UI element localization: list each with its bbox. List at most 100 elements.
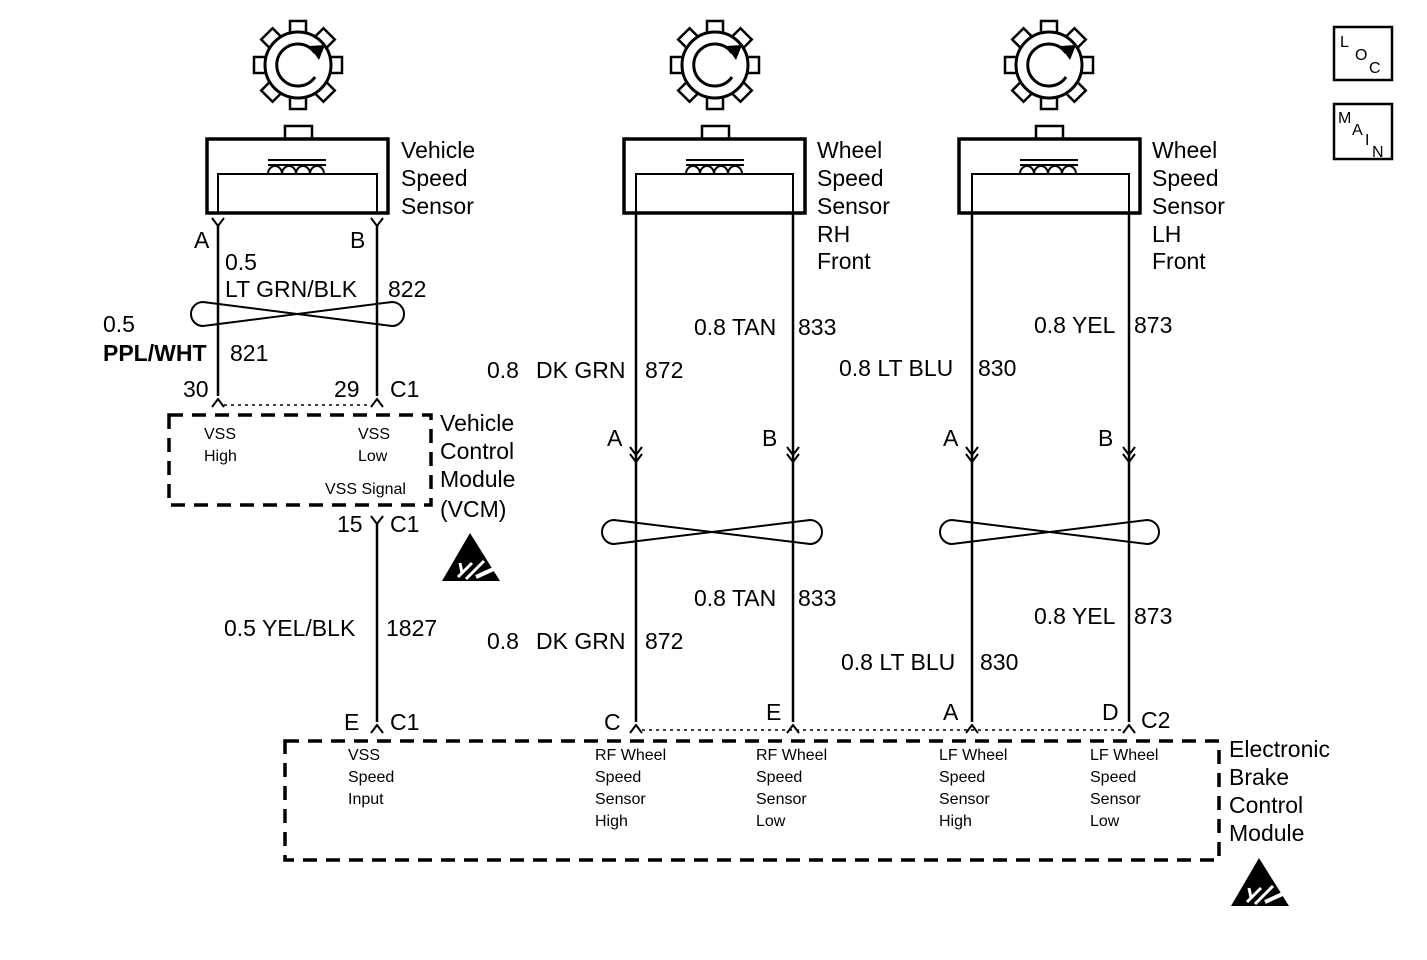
loc-letter: L [1340, 34, 1349, 51]
wire-color-label: LT GRN/BLK [225, 276, 358, 302]
vss-sensor: Vehicle Speed Sensor [205, 19, 475, 219]
terminal-label: Speed [1090, 769, 1136, 786]
wire-color-label: 0.8 TAN [694, 314, 776, 340]
lh-front-wheel-speed-sensor: Wheel Speed Sensor LH Front [957, 19, 1225, 274]
pin-label: B [350, 227, 365, 253]
circuit-number-label: 833 [798, 314, 836, 340]
vss-sensor-label: Sensor [401, 193, 474, 219]
pin-label: 15 [337, 511, 363, 537]
circuit-number-label: 830 [980, 649, 1018, 675]
circuit-number-label: 873 [1134, 603, 1172, 629]
pin-label: 29 [334, 376, 360, 402]
pin-label: D [1102, 699, 1119, 725]
vss-sensor-label: Speed [401, 165, 468, 191]
terminal-label: LF Wheel [939, 747, 1007, 764]
loc-letter: C [1369, 60, 1381, 77]
terminal-label: Sensor [939, 791, 990, 808]
module-name: Control [1229, 792, 1303, 818]
connector-label: C1 [390, 376, 419, 402]
wire-color-label: 0.8 TAN [694, 585, 776, 611]
terminal-label: High [204, 448, 237, 465]
esd-warning-icon [1229, 856, 1291, 908]
circuit-number-label: 833 [798, 585, 836, 611]
terminal-label: Speed [939, 769, 985, 786]
circuit-number-label: 821 [230, 340, 268, 366]
lh-wiring: 0.8 YEL 873 0.8 LT BLU 830 A B 0.8 YEL 8… [839, 213, 1172, 722]
twisted-pair-icon [190, 300, 405, 328]
terminal-label: Speed [348, 769, 394, 786]
terminal-label: VSS Signal [325, 481, 406, 498]
pin-label: A [943, 425, 959, 451]
wire-color-label: 0.8 LT BLU [841, 649, 955, 675]
terminal-label: Low [358, 448, 388, 465]
circuit-number-label: 873 [1134, 312, 1172, 338]
circuit-number-label: 872 [645, 628, 683, 654]
lh-sensor-label: Wheel [1152, 137, 1217, 163]
terminal-label: Low [756, 813, 786, 830]
vss-wiring: A B 0.5 LT GRN/BLK 822 0.5 PPL/WHT 821 3… [103, 217, 426, 408]
module-name: Vehicle [440, 410, 514, 436]
lh-sensor-label: Front [1152, 248, 1206, 274]
terminal-label: VSS [204, 426, 236, 443]
terminal-label: Sensor [756, 791, 807, 808]
vss-sensor-label: Vehicle [401, 137, 475, 163]
main-letter: N [1372, 144, 1384, 161]
lh-sensor-label: Speed [1152, 165, 1219, 191]
rh-sensor-label: Speed [817, 165, 884, 191]
pin-label: A [607, 425, 623, 451]
reluctor-wheel-icon [252, 19, 344, 111]
reluctor-wheel-icon [1003, 19, 1095, 111]
rh-sensor-label: RH [817, 221, 850, 247]
connector-label: C1 [390, 511, 419, 537]
terminal-label: High [939, 813, 972, 830]
terminal-label: VSS [348, 747, 380, 764]
terminal-label: Low [1090, 813, 1120, 830]
pin-label: E [766, 699, 781, 725]
rh-front-wheel-speed-sensor: Wheel Speed Sensor RH Front [622, 19, 890, 274]
module-name: Module [440, 466, 515, 492]
terminal-label: Input [348, 791, 384, 808]
wire-color-label: PPL/WHT [103, 340, 207, 366]
loc-icon[interactable]: L O C [1332, 25, 1394, 82]
wire-color-label: 0.8 YEL [1034, 603, 1116, 629]
module-name: Control [440, 438, 514, 464]
terminal-label: Sensor [595, 791, 646, 808]
lh-sensor-label: LH [1152, 221, 1181, 247]
terminal-label: VSS [358, 426, 390, 443]
circuit-number-label: 822 [388, 276, 426, 302]
circuit-number-label: 1827 [386, 615, 437, 641]
terminal-label: RF Wheel [756, 747, 827, 764]
twisted-pair-icon [939, 518, 1160, 546]
terminal-label: High [595, 813, 628, 830]
vehicle-control-module: VSS High VSS Low VSS Signal Vehicle Cont… [167, 410, 515, 583]
main-icon[interactable]: M A I N [1332, 102, 1394, 161]
esd-warning-icon [440, 531, 502, 583]
lh-sensor-label: Sensor [1152, 193, 1225, 219]
main-letter: M [1338, 110, 1351, 127]
pin-label: B [1098, 425, 1113, 451]
module-name: Electronic [1229, 736, 1330, 762]
circuit-number-label: 830 [978, 355, 1016, 381]
rh-wiring: 0.8 TAN 833 0.8 DK GRN 872 A B 0.8 TAN 8… [487, 213, 836, 722]
wire-color-label: DK GRN [536, 628, 625, 654]
terminal-label: RF Wheel [595, 747, 666, 764]
module-name: Brake [1229, 764, 1289, 790]
pin-label: A [943, 699, 959, 725]
wire-size-label: 0.5 [225, 249, 257, 275]
twisted-pair-icon [601, 518, 823, 546]
reluctor-wheel-icon [669, 19, 761, 111]
wire-color-label: 0.8 LT BLU [839, 355, 953, 381]
electronic-brake-control-module: VSS Speed Input RF Wheel Speed Sensor Hi… [283, 736, 1330, 908]
wire-color-label: 0.8 YEL [1034, 312, 1116, 338]
wire-1827-group: 15 C1 0.5 YEL/BLK 1827 [224, 511, 437, 722]
main-letter: I [1365, 132, 1369, 149]
wire-size-label: 0.8 [487, 628, 519, 654]
rh-sensor-label: Sensor [817, 193, 890, 219]
main-letter: A [1352, 122, 1363, 139]
wire-size-label: 0.8 [487, 357, 519, 383]
module-name: (VCM) [440, 496, 506, 522]
wire-color-label: 0.5 YEL/BLK [224, 615, 356, 641]
pin-label: A [194, 227, 210, 253]
pin-label: E [344, 709, 359, 735]
